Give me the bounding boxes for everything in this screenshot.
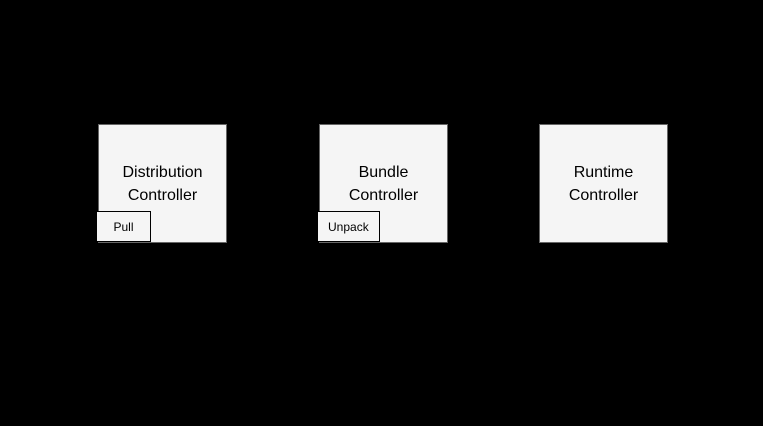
node-distribution-controller: Distribution Controller Pull [96, 124, 227, 243]
node-runtime-controller: Runtime Controller [539, 124, 668, 243]
node-label: Distribution Controller [122, 163, 203, 204]
node-label: Runtime Controller [568, 163, 639, 204]
badge-label: Unpack [328, 219, 369, 234]
badge-label: Pull [113, 219, 134, 234]
badge-pull: Pull [96, 211, 151, 242]
node-bundle-controller: Bundle Controller Unpack [317, 124, 448, 243]
badge-unpack: Unpack [317, 211, 380, 242]
node-label: Bundle Controller [348, 163, 419, 204]
